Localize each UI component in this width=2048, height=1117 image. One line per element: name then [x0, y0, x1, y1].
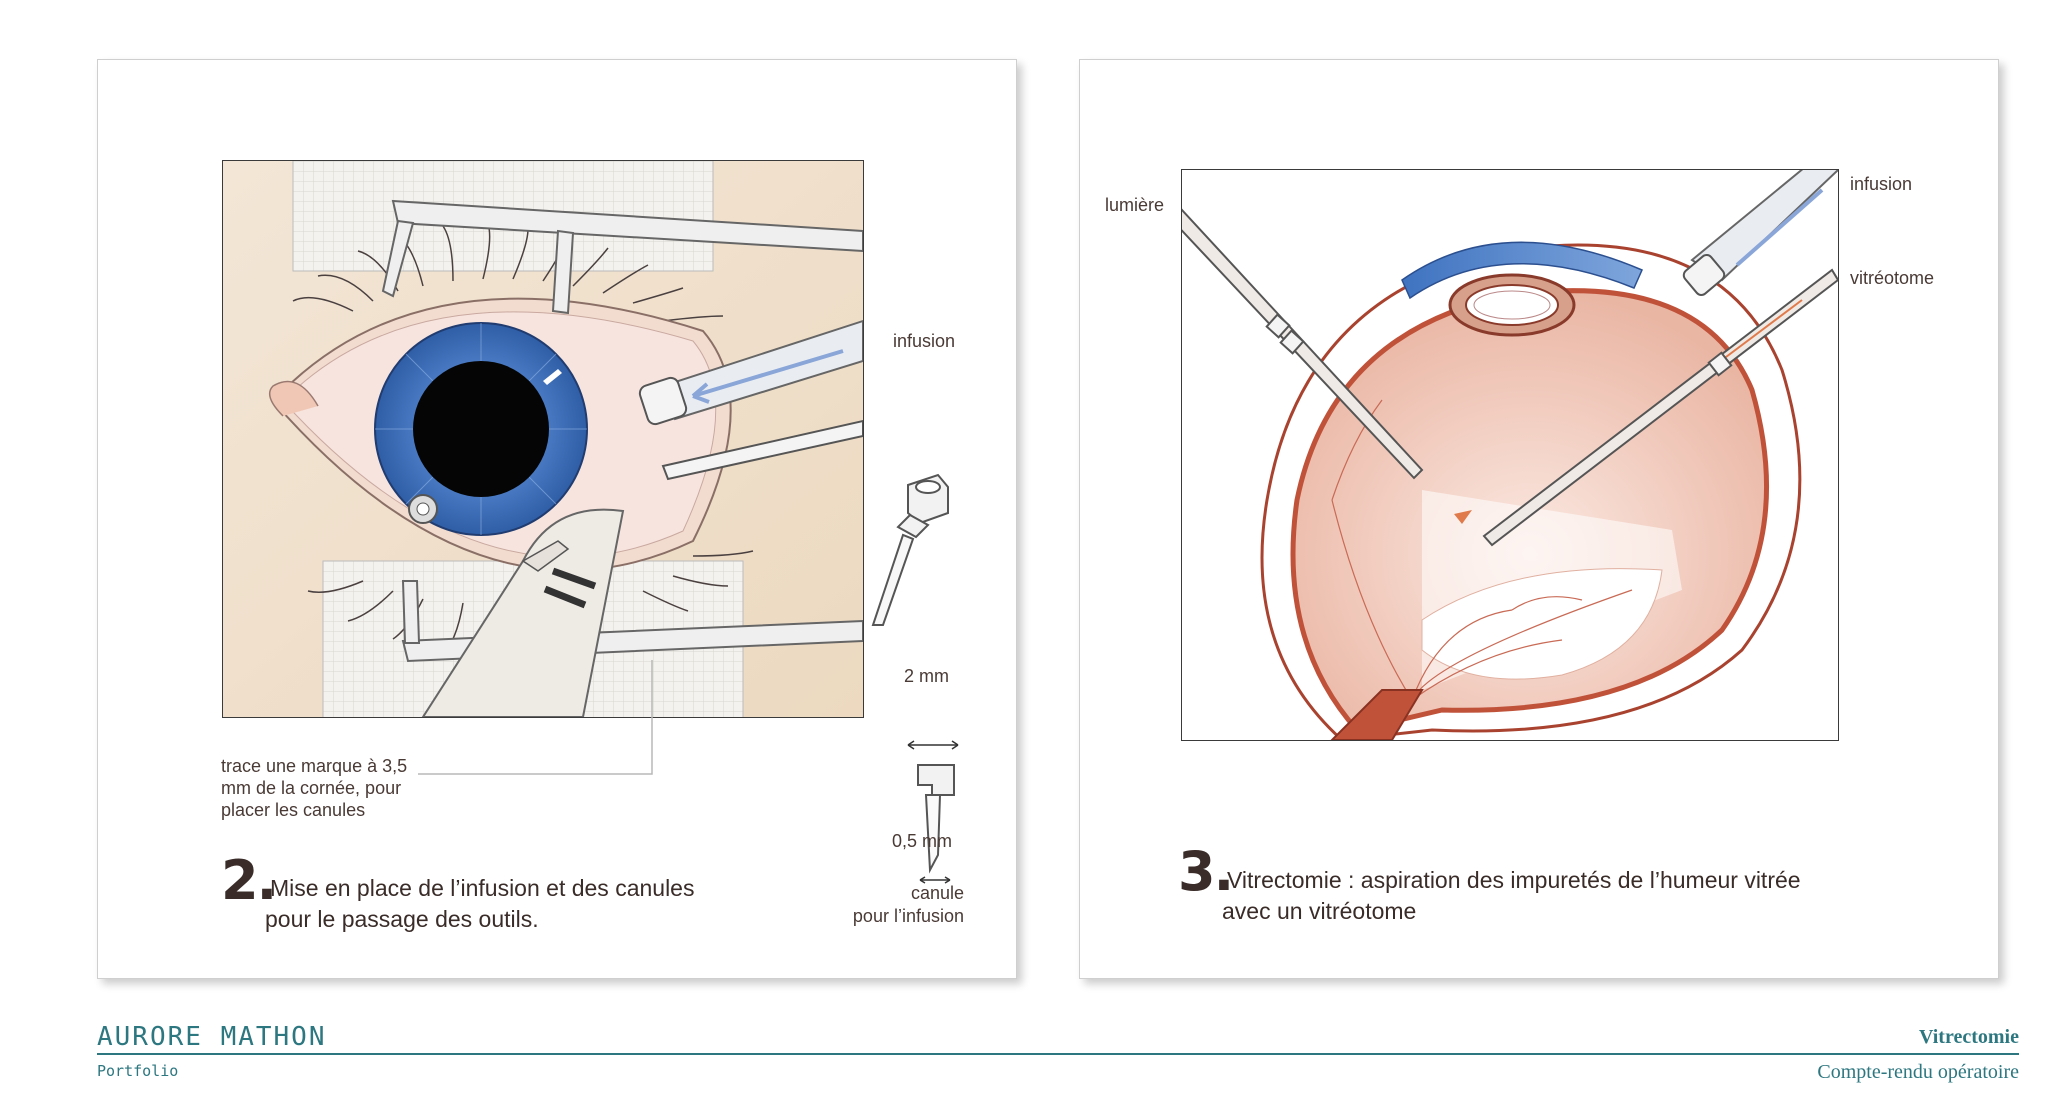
label-2mm: 2 mm	[904, 666, 949, 686]
cannula-detail-drawing	[871, 473, 959, 884]
caption-step2-line2: pour le passage des outils.	[265, 906, 539, 932]
label-trace-line3: placer les canules	[221, 800, 366, 820]
caption-step2-line1: Mise en place de l’infusion et des canul…	[270, 875, 695, 901]
panel-step-3: lumière infusion vitréotome 3. Vitrectom…	[1079, 59, 1999, 979]
label-lumiere: lumière	[1105, 195, 1165, 215]
step-number-3: 3.	[1178, 840, 1234, 903]
caption-step3-line1: Vitrectomie : aspiration des impuretés d…	[1227, 867, 1801, 893]
brand-name: AURORE MATHON	[97, 1022, 327, 1052]
footer-divider	[97, 1053, 2019, 1055]
eye-front-view-drawing	[223, 161, 863, 717]
eye-cross-section-illustration	[1181, 169, 1839, 741]
label-trace-line1: trace une marque à 3,5	[221, 756, 408, 776]
label-0-5mm: 0,5 mm	[892, 831, 953, 851]
label-canule-line1: canule	[910, 883, 964, 903]
brand-subtitle: Portfolio	[97, 1062, 179, 1080]
panel-step-2: infusion trace une marque à 3,5 mm de la…	[97, 59, 1017, 979]
caption-step3-line2: avec un vitréotome	[1222, 898, 1417, 924]
document-subtitle: Compte-rendu opératoire	[1817, 1061, 2019, 1083]
document-title: Vitrectomie	[1919, 1026, 2019, 1048]
label-infusion-3: infusion	[1850, 174, 1913, 194]
label-vitreotome: vitréotome	[1850, 268, 1935, 288]
trace-leader-line	[418, 660, 653, 775]
eye-cross-section-drawing	[1182, 170, 1838, 740]
eye-surgery-illustration	[222, 160, 864, 718]
step-number-2: 2.	[221, 849, 277, 912]
label-canule-line2: pour l’infusion	[852, 906, 964, 926]
label-trace-line2: mm de la cornée, pour	[221, 778, 402, 798]
label-infusion: infusion	[893, 331, 956, 351]
